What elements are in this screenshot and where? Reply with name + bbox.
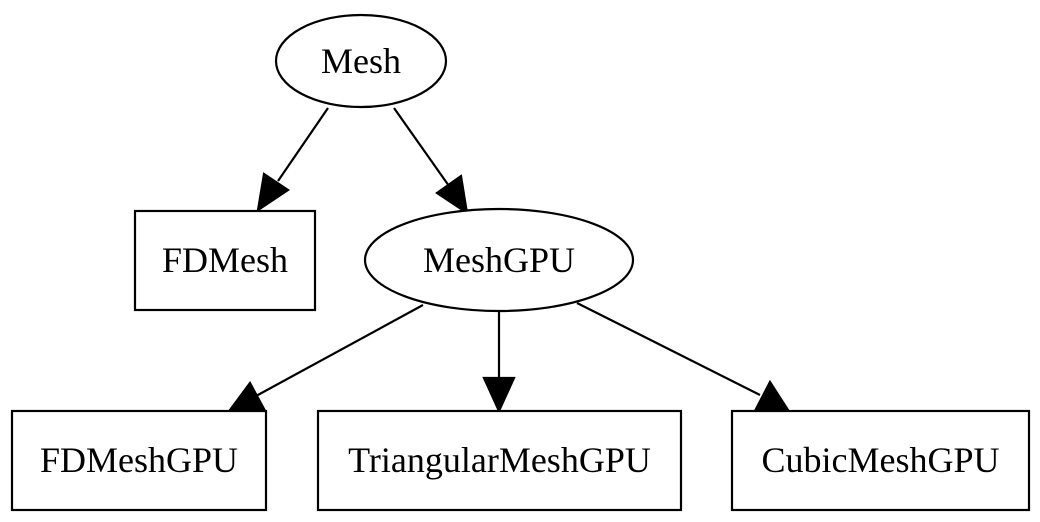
arrowhead — [482, 376, 516, 414]
arrowhead — [754, 379, 791, 412]
node-label: FDMeshGPU — [40, 440, 238, 480]
arrowhead — [256, 172, 290, 213]
node-fdmesh: FDMesh — [133, 209, 317, 312]
node-triangularmeshgpu: TriangularMeshGPU — [316, 409, 683, 512]
edge-meshgpu-to-triangularmeshgpu — [482, 311, 516, 414]
node-label: CubicMeshGPU — [761, 440, 999, 480]
node-cubicmeshgpu: CubicMeshGPU — [730, 409, 1031, 512]
node-label: TriangularMeshGPU — [348, 440, 651, 480]
edges — [227, 107, 791, 414]
node-meshgpu: MeshGPU — [363, 207, 635, 313]
node-label: MeshGPU — [423, 240, 575, 280]
edge-mesh-to-fdmesh — [256, 107, 329, 213]
node-fdmeshgpu: FDMeshGPU — [10, 409, 268, 512]
edge-mesh-to-meshgpu — [393, 107, 469, 216]
node-mesh: Mesh — [274, 13, 448, 109]
arrowhead — [435, 174, 469, 216]
edge-meshgpu-to-cubicmeshgpu — [576, 302, 791, 412]
edge-meshgpu-to-fdmeshgpu — [227, 304, 424, 412]
node-label: Mesh — [321, 41, 401, 81]
node-label: FDMesh — [162, 240, 288, 280]
arrowhead — [227, 380, 266, 412]
